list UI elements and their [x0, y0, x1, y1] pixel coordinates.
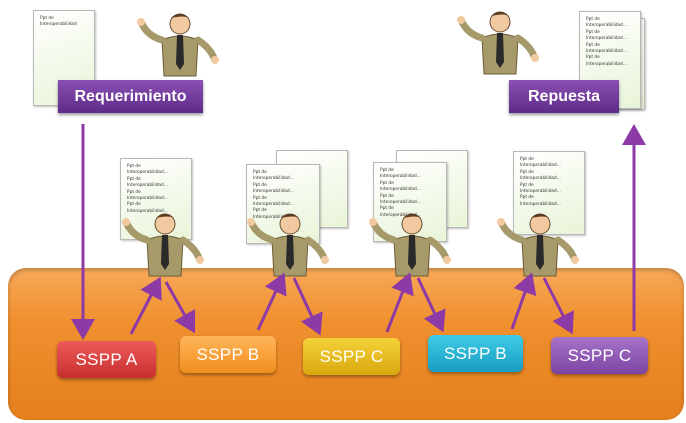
node-sspp-c: SSPP C — [303, 338, 400, 375]
arrow-c1-up — [385, 272, 414, 333]
response-document-text: Ppt de Interoperabilidad... Ppt de Inter… — [586, 17, 627, 67]
person-figure-responder — [457, 12, 539, 74]
request-label: Requerimiento — [58, 80, 203, 113]
arrow-b2-up — [510, 272, 537, 330]
document-1-text: Ppt de Interoperabilidad... Ppt de Inter… — [127, 164, 168, 214]
arrow-down-to-c1 — [292, 277, 323, 336]
person-figure-4 — [497, 214, 579, 276]
node-sspp-a: SSPP A — [57, 341, 156, 378]
response-label: Repuesta — [509, 80, 619, 113]
document-4-text: Ppt de Interoperabilidad... Ppt de Inter… — [520, 157, 561, 207]
document-3-text: Ppt de Interoperabilidad... Ppt de Inter… — [380, 168, 421, 218]
person-figure-1 — [122, 214, 204, 276]
arrow-down-to-b2 — [416, 277, 446, 333]
arrow-a-up — [129, 276, 162, 335]
person-figure-3 — [369, 214, 451, 276]
node-sspp-c-2: SSPP C — [551, 337, 648, 374]
arrow-down-to-c2 — [542, 277, 574, 335]
document-2-text: Ppt de Interoperabilidad... Ppt de Inter… — [253, 170, 294, 220]
arrow-down-to-b1 — [164, 281, 196, 334]
person-figure-requester — [137, 14, 219, 76]
node-sspp-b-2: SSPP B — [428, 335, 523, 372]
request-document-text: Ppt de Interoperabilidad — [40, 16, 77, 28]
person-figure-2 — [247, 214, 329, 276]
node-sspp-b: SSPP B — [180, 336, 276, 373]
arrow-b1-up — [256, 272, 287, 331]
